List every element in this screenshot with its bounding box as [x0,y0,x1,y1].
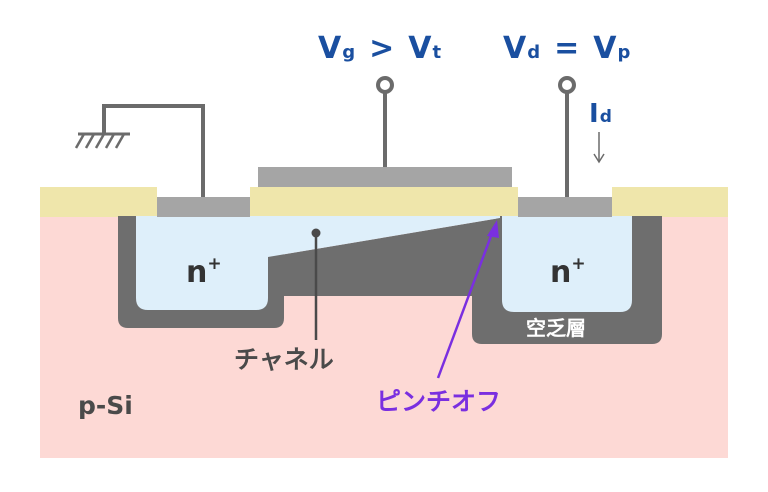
source-region-label: n+ [186,254,222,290]
n-plus-source-region [136,216,268,310]
n-plus-drain-region [502,216,632,312]
drain-contact [518,197,612,217]
oxide-left [40,187,157,217]
drain-region-label: n+ [550,254,586,290]
channel-label: チャネル [234,345,334,374]
drain-current-label: Id [589,99,612,129]
ground-icon [74,133,126,149]
oxide-gate [250,187,518,217]
depletion-channel-wedge [262,218,500,296]
source-contact [157,197,250,217]
ground-wire [102,104,205,197]
gate-voltage-label: Vg>Vt [318,31,441,66]
channel-region [262,216,500,258]
gate-terminal-icon [376,76,394,94]
channel-pointer-dot [311,228,321,238]
depletion-layer-label: 空乏層 [526,316,586,340]
oxide-right [612,187,728,217]
drain-voltage-label: Vd=Vp [503,31,630,66]
substrate-label: p-Si [78,391,133,420]
drain-terminal-icon [558,76,576,94]
drain-current-arrow-icon [593,132,605,164]
gate-electrode [258,167,512,187]
pinch-off-arrowhead-icon [487,220,499,238]
pinch-off-pointer-line [436,227,496,379]
pinch-off-label: ピンチオフ [376,387,501,416]
